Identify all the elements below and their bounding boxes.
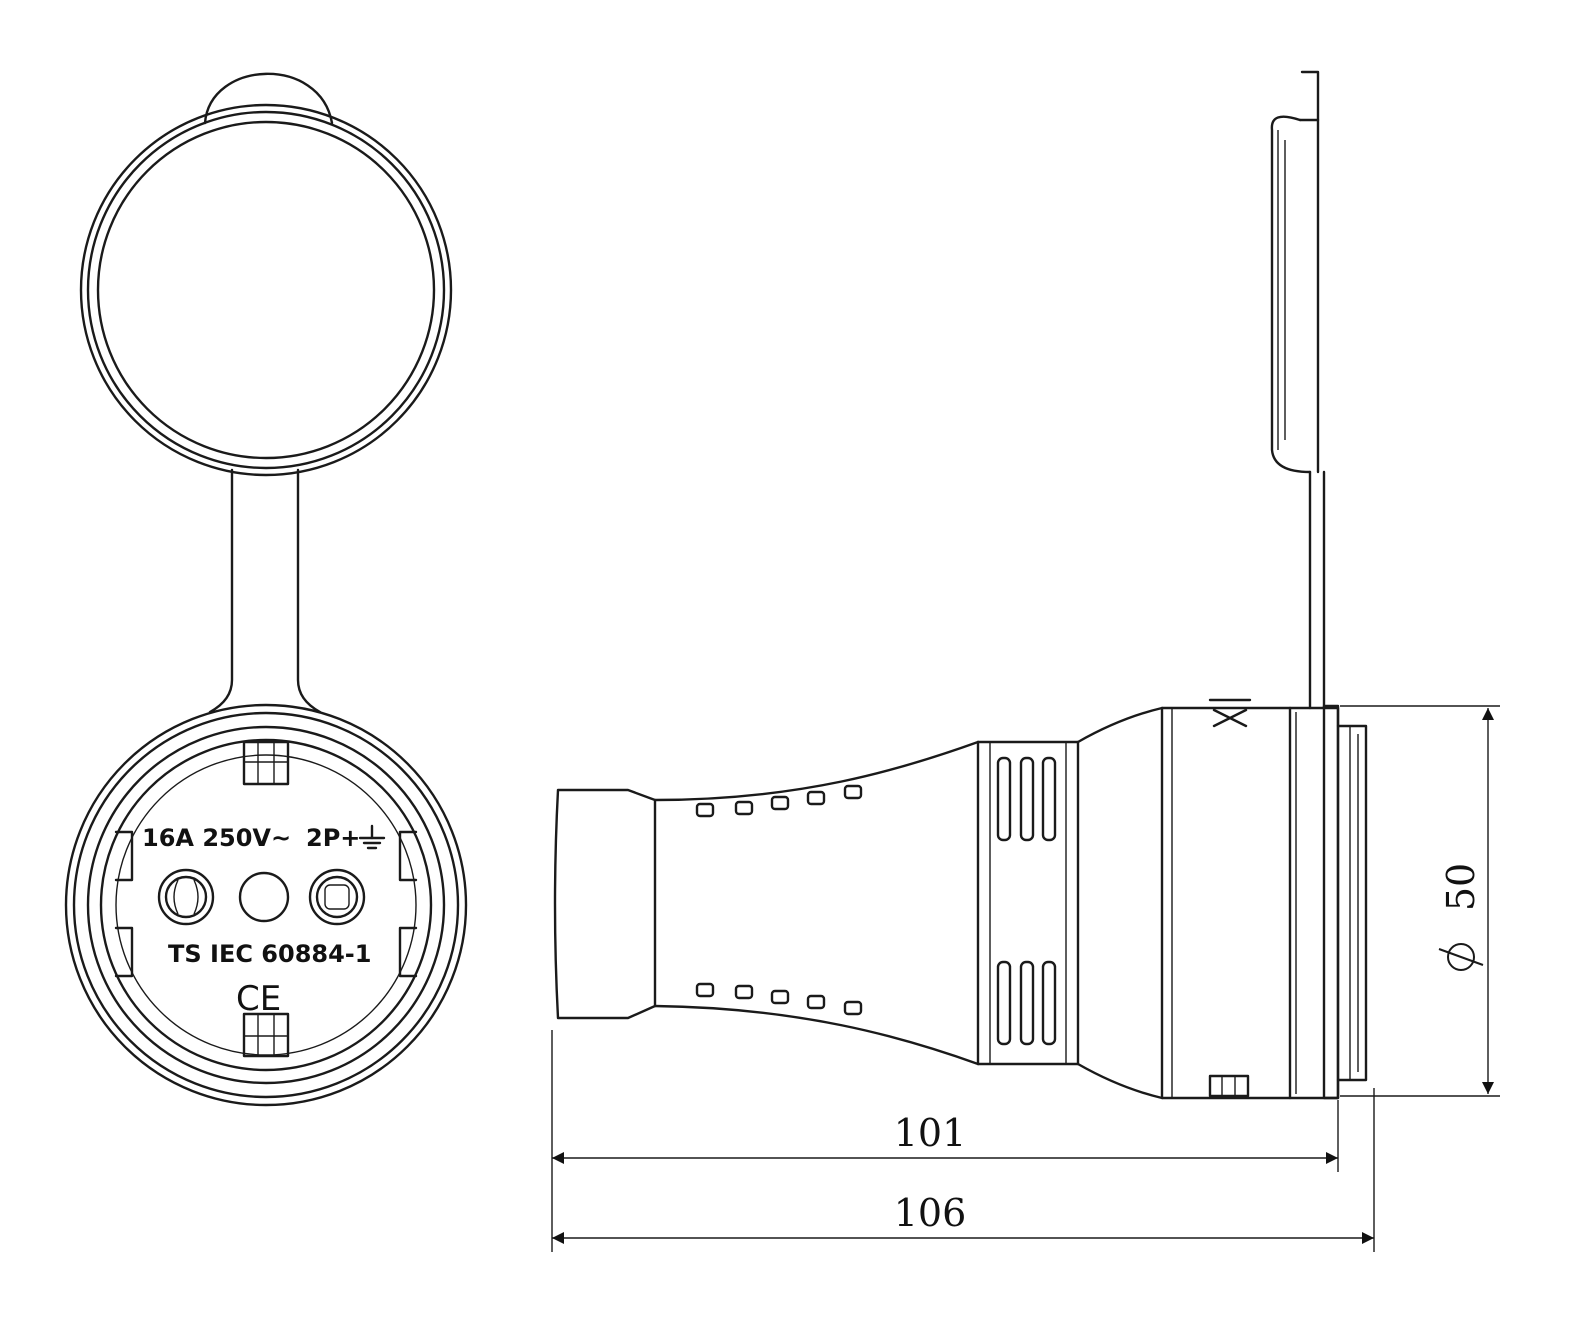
mounting-thread bbox=[1322, 704, 1368, 1100]
cap-strap bbox=[208, 468, 322, 714]
front-view: 16A 250V~ 2P+ TS IEC 60884-1 CE bbox=[64, 72, 468, 1107]
neck-upper bbox=[653, 740, 980, 802]
socket-front bbox=[64, 703, 468, 1107]
shutter-center bbox=[238, 871, 290, 923]
pin-hole-left bbox=[157, 868, 215, 926]
dimension-106-label: 106 bbox=[894, 1191, 967, 1235]
vent-slots-neck bbox=[695, 784, 863, 1016]
socket-head bbox=[1160, 698, 1340, 1100]
side-view: 101 106 50 bbox=[551, 70, 1500, 1252]
extension-lines bbox=[551, 705, 1500, 1252]
diameter-icon bbox=[1438, 943, 1484, 971]
ce-mark: CE bbox=[236, 979, 281, 1019]
head-taper-lower bbox=[1076, 1062, 1164, 1100]
neck-lower bbox=[653, 1004, 980, 1066]
side-cap bbox=[1270, 70, 1326, 710]
cap-outline bbox=[79, 103, 453, 477]
rating-text: 16A 250V~ bbox=[142, 824, 291, 852]
standard-text: TS IEC 60884-1 bbox=[168, 940, 371, 968]
earth-clip-bottom bbox=[242, 1012, 290, 1058]
head-taper-upper bbox=[1076, 706, 1164, 744]
middle-ring bbox=[976, 740, 1080, 1066]
earth-ground-icon bbox=[358, 824, 386, 850]
cap-tab bbox=[203, 72, 334, 125]
poles-text: 2P+ bbox=[306, 824, 360, 852]
dimension-101-label: 101 bbox=[894, 1111, 967, 1155]
diameter-label: 50 bbox=[1439, 863, 1483, 911]
pin-hole-right bbox=[308, 868, 366, 926]
earth-clip-top bbox=[242, 740, 290, 786]
grip-end bbox=[553, 788, 657, 1020]
